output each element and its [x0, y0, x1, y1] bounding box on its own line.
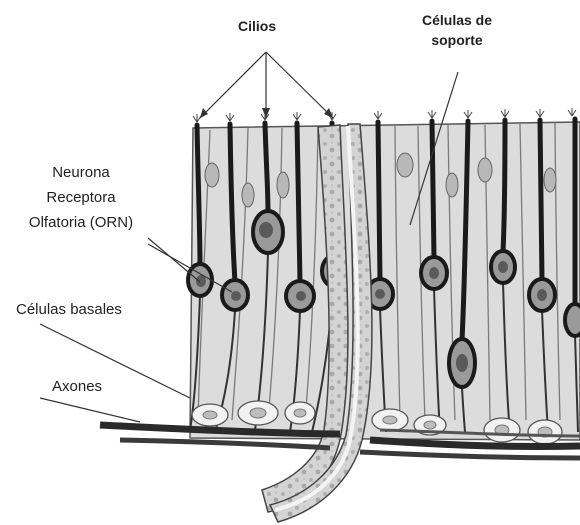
- basal-cells-label: Células basales: [16, 300, 122, 320]
- orn-label-line-3: Olfatoria (ORN): [6, 210, 156, 235]
- cilia-label: Cilios: [238, 16, 276, 36]
- orn-label: Neurona Receptora Olfatoria (ORN): [6, 160, 156, 235]
- support-cells-label: Células de soporte: [402, 10, 512, 50]
- support-cells-label-line-1: Células de: [402, 10, 512, 30]
- orn-label-line-2: Receptora: [6, 185, 156, 210]
- orn-label-line-1: Neurona: [6, 160, 156, 185]
- cilia-tips: [193, 108, 576, 122]
- axons-label: Axones: [52, 377, 102, 397]
- support-cells-label-line-2: soporte: [402, 30, 512, 50]
